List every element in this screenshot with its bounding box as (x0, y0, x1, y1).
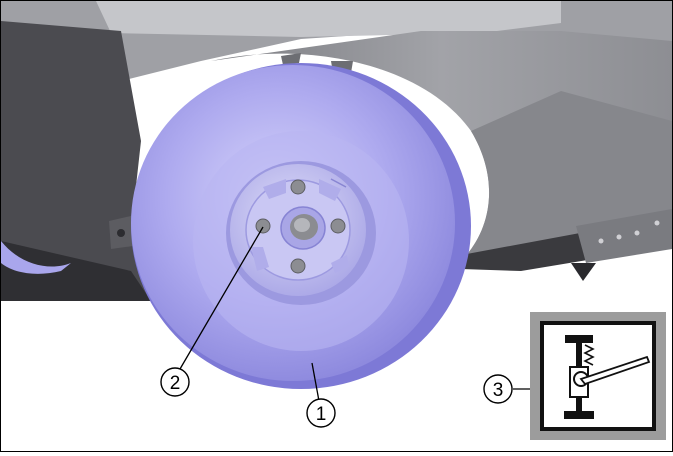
wheel-rim (226, 161, 376, 305)
callout-wheel-nut-label: 2 (170, 373, 181, 394)
leader-line-tire (311, 362, 320, 402)
callout-wheel-nut: 2 (160, 367, 190, 397)
callout-tire: 1 (306, 398, 336, 428)
leader-line-wheel-nut (179, 226, 264, 370)
jack-symbol (530, 312, 666, 440)
callout-tire-label: 1 (316, 404, 327, 425)
callout-jack-symbol: 3 (483, 374, 513, 404)
callout-jack-symbol-label: 3 (493, 380, 504, 401)
wheel-nuts (255, 179, 346, 274)
